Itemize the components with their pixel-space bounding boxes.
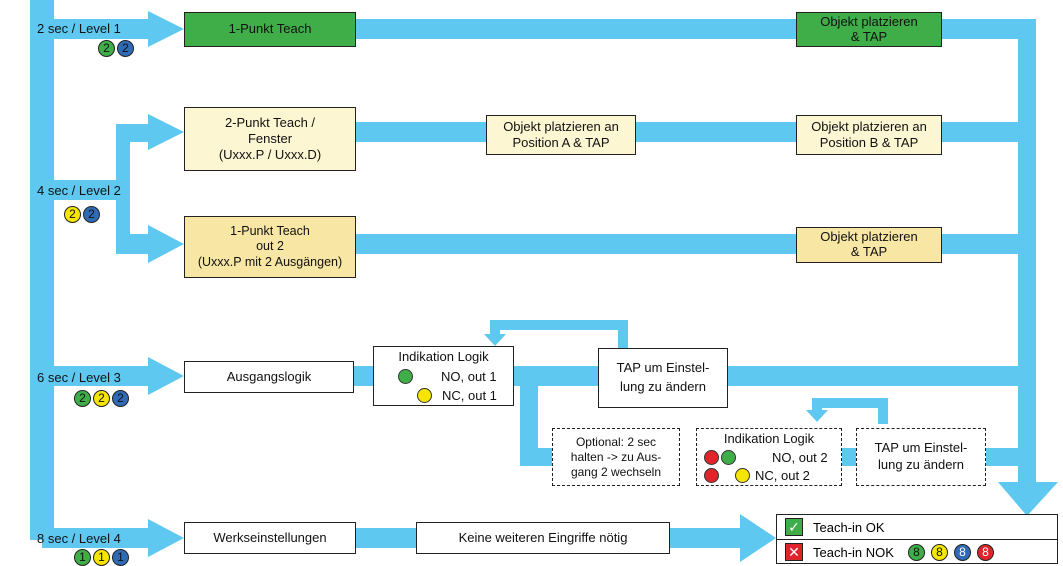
level-1-dots: 2 2	[98, 40, 134, 57]
level-dot: 2	[64, 206, 81, 223]
place-position-b-box: Objekt platzieren an Position B & TAP	[796, 115, 942, 155]
optional-switch-output-box: Optional: 2 sec halten -> zu Aus- gang 2…	[552, 428, 680, 486]
red-led-icon	[704, 450, 719, 465]
level-dot: 1	[112, 549, 129, 566]
level-4-dots: 1 1 1	[74, 549, 129, 566]
level-dot: 2	[74, 390, 91, 407]
out2-place-object-box: Objekt platzieren & TAP	[796, 227, 942, 263]
tap-change-setting-box-2: TAP um Einstel- lung zu ändern	[856, 428, 986, 486]
yellow-led-icon	[417, 388, 432, 403]
level-1-label: 2 sec / Level 1	[37, 21, 121, 36]
level-dot: 2	[117, 40, 134, 57]
place-position-a-box: Objekt platzieren an Position A & TAP	[486, 115, 636, 155]
two-point-teach-box: 2-Punkt Teach / Fenster (Uxxx.P / Uxxx.D…	[184, 107, 356, 171]
indication-row: NO, out 2	[772, 450, 828, 465]
yellow-led-icon	[735, 468, 750, 483]
indication-title: Indikation Logik	[723, 431, 815, 446]
one-point-teach-out2-box: 1-Punkt Teach out 2 (Uxxx.P mit 2 Ausgän…	[184, 216, 356, 278]
level-dot: 2	[112, 390, 129, 407]
level-dot: 1	[74, 549, 91, 566]
indication-row: NC, out 2	[755, 468, 810, 483]
green-led-icon	[721, 450, 736, 465]
level-dot: 2	[83, 206, 100, 223]
legend-dot: 8	[953, 543, 971, 561]
level-2-label: 4 sec / Level 2	[37, 183, 121, 198]
level-4-label: 8 sec / Level 4	[37, 531, 121, 546]
x-icon: ✕	[785, 543, 803, 561]
indication-logic-1: Indikation Logik NO, out 1 NC, out 1	[373, 346, 514, 406]
level-1-place-object-box: Objekt platzieren & TAP	[796, 12, 942, 47]
legend-dot: 8	[907, 543, 925, 561]
level-dot: 1	[93, 549, 110, 566]
output-logic-box: Ausgangslogik	[184, 361, 354, 393]
teach-in-legend: ✓ Teach-in OK ✕ Teach-in NOK 8 8 8 8	[776, 514, 1058, 564]
red-led-icon	[704, 468, 719, 483]
green-led-icon	[398, 369, 413, 384]
no-further-action-box: Keine weiteren Eingriffe nötig	[416, 522, 670, 554]
level-2-dots: 2 2	[64, 206, 100, 223]
indication-logic-2: Indikation Logik NO, out 2 NC, out 2	[696, 428, 842, 486]
level-dot: 2	[93, 390, 110, 407]
indication-row: NC, out 1	[442, 388, 497, 403]
level-dot: 2	[98, 40, 115, 57]
check-icon: ✓	[785, 518, 803, 536]
teach-in-nok-label: Teach-in NOK	[813, 544, 894, 560]
tap-change-setting-box-1: TAP um Einstel- lung zu ändern	[598, 348, 728, 408]
level-3-dots: 2 2 2	[74, 390, 129, 407]
indication-row: NO, out 1	[441, 369, 497, 384]
factory-settings-box: Werkseinstellungen	[184, 522, 356, 554]
legend-dot: 8	[976, 543, 994, 561]
teach-in-ok-label: Teach-in OK	[813, 519, 885, 535]
level-3-label: 6 sec / Level 3	[37, 370, 121, 385]
one-point-teach-box: 1-Punkt Teach	[184, 12, 356, 47]
indication-title: Indikation Logik	[398, 349, 489, 364]
legend-dot: 8	[930, 543, 948, 561]
